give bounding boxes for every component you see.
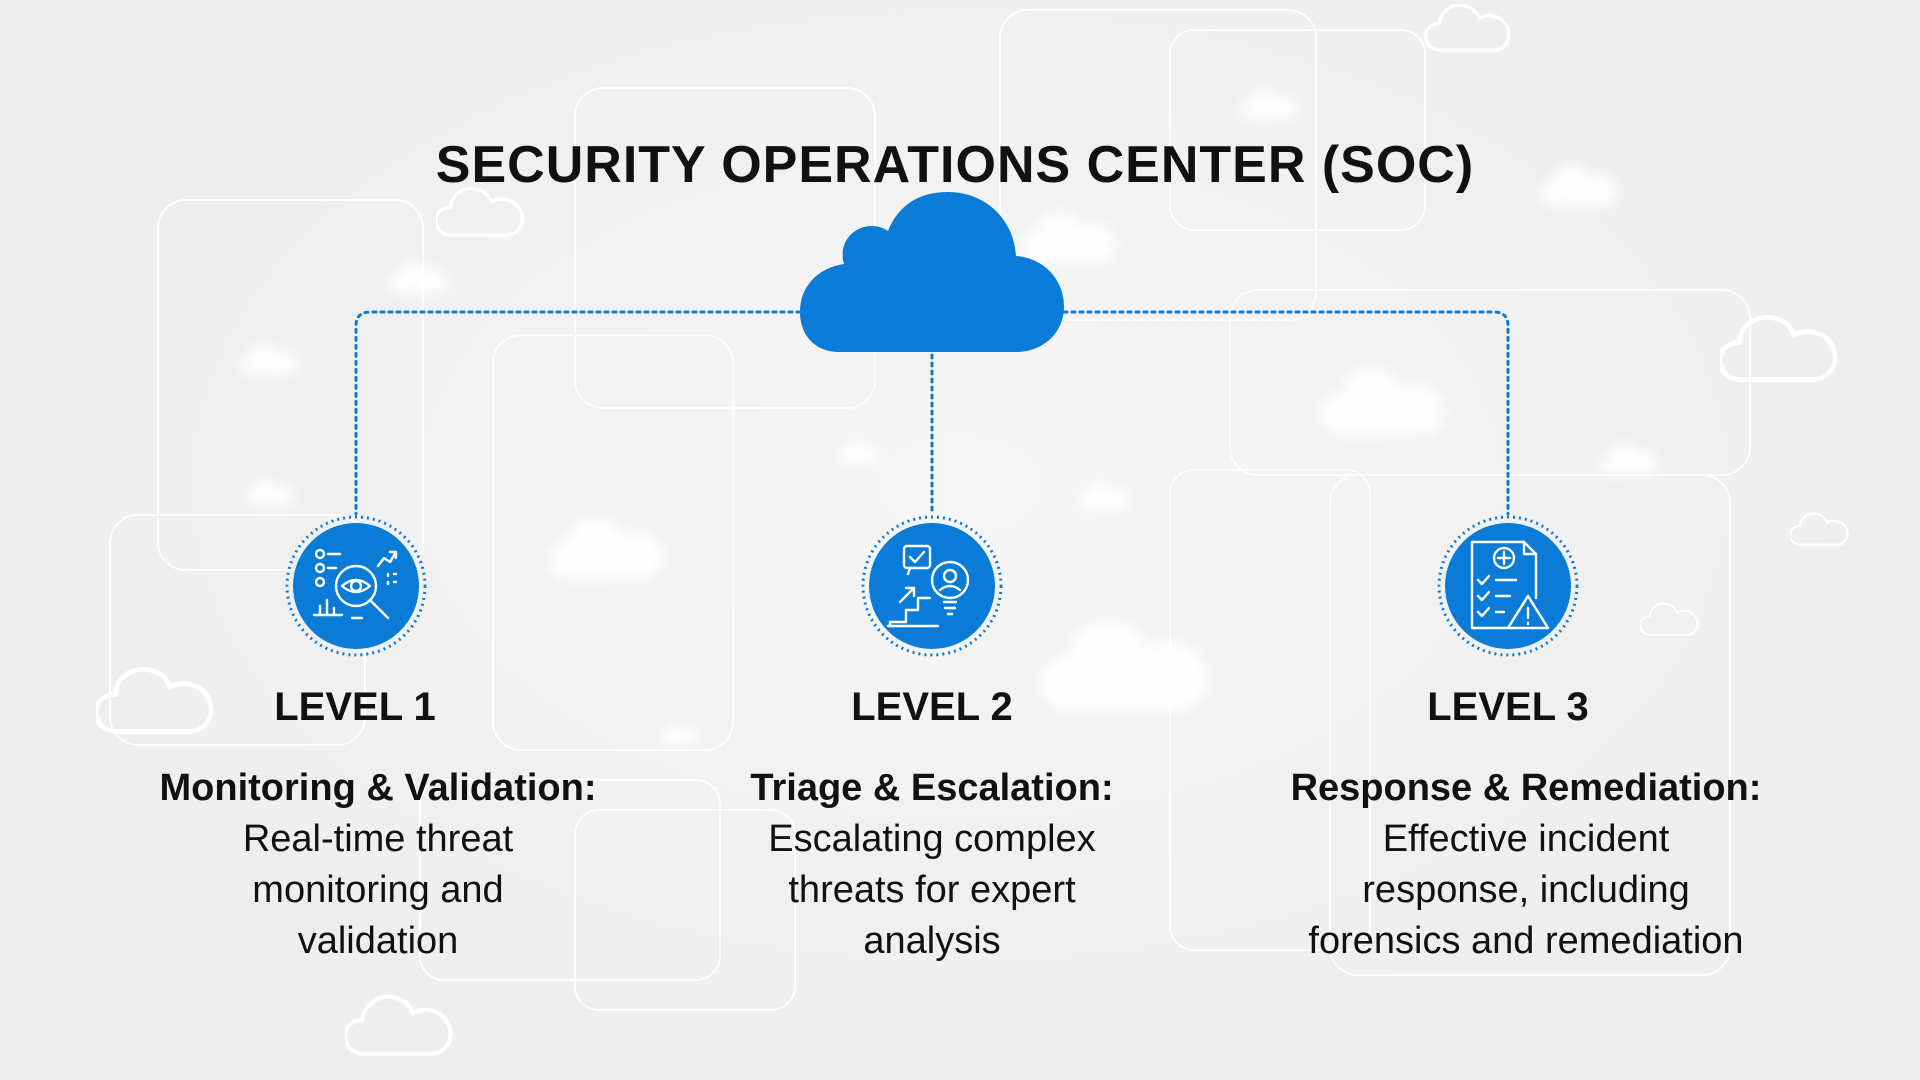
level-3-title: LEVEL 3: [1427, 685, 1589, 729]
level-1-body: Real-time threat monitoring and validati…: [242, 818, 514, 962]
cloud-icon: [800, 192, 1064, 352]
level-2-title: LEVEL 2: [851, 685, 1013, 729]
level-1-description: Monitoring & Validation: Real-time threa…: [98, 763, 658, 967]
page-title: SECURITY OPERATIONS CENTER (SOC): [435, 135, 1475, 194]
level-3-description: Response & Remediation: Effective incide…: [1246, 763, 1806, 967]
connector-left: [354, 310, 802, 516]
level-2-heading: Triage & Escalation:: [750, 767, 1114, 809]
level-1-heading: Monitoring & Validation:: [159, 767, 597, 809]
level-3-heading: Response & Remediation:: [1290, 767, 1762, 809]
level-2-body: Escalating complex threats for expert an…: [768, 818, 1096, 962]
level-1-title: LEVEL 1: [274, 685, 436, 729]
connector-right: [1062, 310, 1510, 516]
incident-report-icon: [1437, 515, 1579, 657]
level-2-description: Triage & Escalation: Escalating complex …: [652, 763, 1212, 967]
escalation-expert-icon: [861, 515, 1003, 657]
monitoring-analytics-icon: [285, 515, 427, 657]
level-3-body: Effective incident response, including f…: [1308, 818, 1744, 962]
